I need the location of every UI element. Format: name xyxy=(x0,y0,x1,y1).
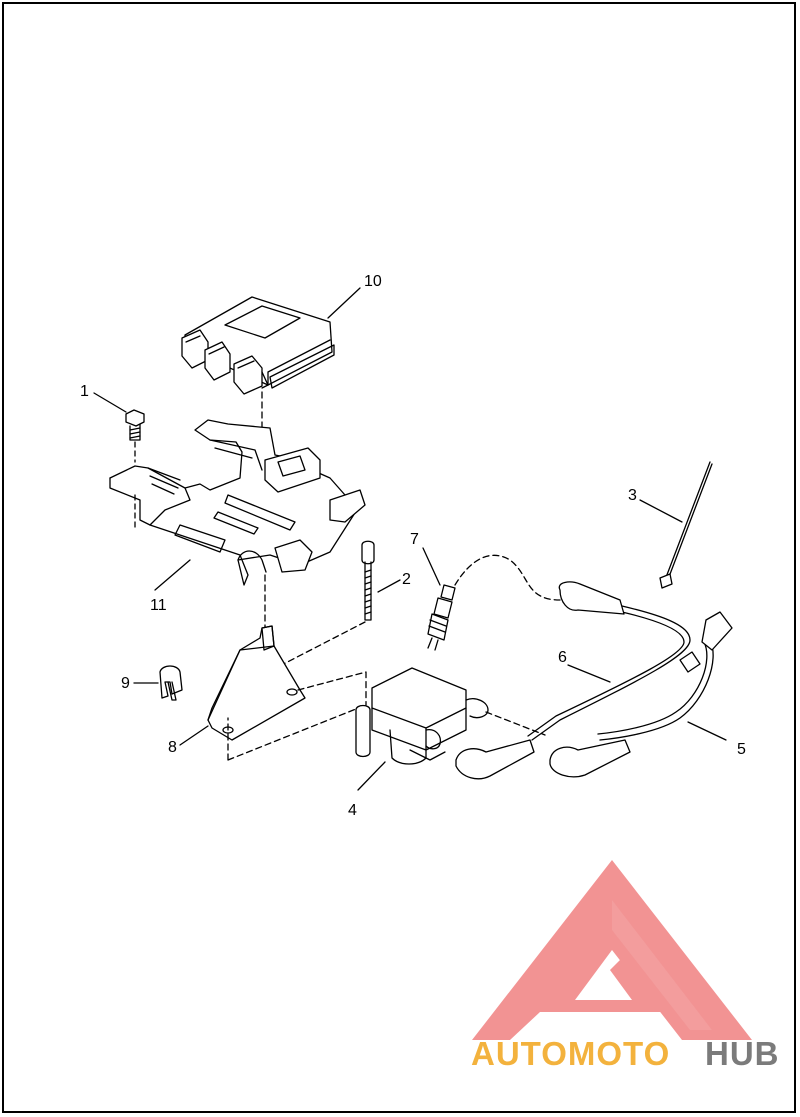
callout-11: 11 xyxy=(150,597,167,614)
watermark-text-primary: AUTOMOTO xyxy=(471,1035,671,1072)
callout-6: 6 xyxy=(558,649,567,666)
leader-6 xyxy=(567,664,611,683)
ecm-module xyxy=(181,296,335,395)
leader-11 xyxy=(154,559,191,591)
ecm-bracket xyxy=(109,419,366,586)
leader-10 xyxy=(327,287,361,319)
leader-8 xyxy=(179,725,209,746)
mounting-bracket xyxy=(207,625,306,741)
screw xyxy=(125,409,145,441)
callout-8: 8 xyxy=(168,739,177,756)
long-bolt xyxy=(361,540,375,621)
spark-plug xyxy=(427,584,456,651)
cable-tie xyxy=(659,461,713,589)
watermark-text-secondary: HUB xyxy=(705,1035,780,1072)
callout-5: 5 xyxy=(737,741,746,758)
clip-fastener xyxy=(159,665,183,701)
callout-10: 10 xyxy=(364,273,382,290)
leader-5 xyxy=(687,721,727,741)
leader-7 xyxy=(422,547,441,586)
callout-1: 1 xyxy=(80,383,89,400)
bracket-mount-alignment xyxy=(227,671,367,761)
leader-1 xyxy=(93,392,127,413)
callout-4: 4 xyxy=(348,802,357,819)
spark-plug-wire-5 xyxy=(549,611,733,778)
leader-4 xyxy=(357,761,386,791)
ignition-coil xyxy=(355,667,489,765)
coil-alignment-line xyxy=(485,711,546,736)
leader-3 xyxy=(639,499,683,523)
callout-3: 3 xyxy=(628,487,637,504)
spark-plug-wire-6 xyxy=(455,581,691,780)
callout-9: 9 xyxy=(121,675,130,692)
callout-2: 2 xyxy=(402,571,411,588)
leader-2 xyxy=(377,579,401,593)
spark-plug-alignment xyxy=(454,554,561,601)
callout-7: 7 xyxy=(410,531,419,548)
automotohub-logo xyxy=(472,860,752,1040)
